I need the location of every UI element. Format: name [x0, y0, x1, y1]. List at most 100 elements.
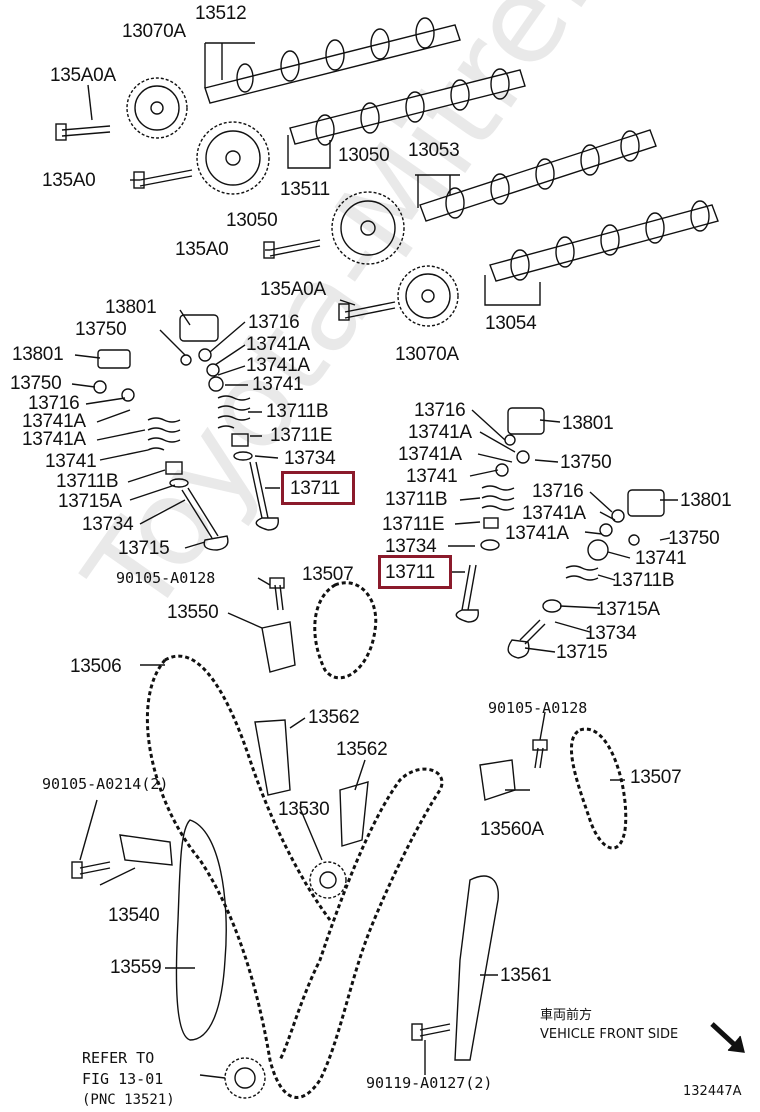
part-label[interactable]: 13750 [75, 319, 127, 340]
part-label[interactable]: 90105-A0128 [116, 569, 216, 587]
part-label[interactable]: 13741 [252, 374, 304, 395]
part-label[interactable]: 13512 [195, 3, 247, 24]
part-label[interactable]: 13734 [284, 448, 336, 469]
part-label[interactable]: 13741A [22, 429, 86, 450]
chain-tensioner-13560A [479, 759, 516, 801]
part-label[interactable]: 13741A [246, 334, 310, 355]
timing-chain-13506 [146, 654, 444, 1099]
chain-slipper-13559 [175, 819, 227, 1041]
refer-note-line3: (PNC 13521) [82, 1092, 175, 1108]
part-label[interactable]: 13741A [22, 411, 86, 432]
camshaft-exhaust-2 [489, 200, 719, 282]
chain-guide-13561 [454, 875, 499, 1061]
vvt-gear-13050-a [196, 121, 270, 195]
sprocket-13530 [309, 861, 347, 899]
part-label[interactable]: 13741 [406, 466, 458, 487]
part-label[interactable]: 13559 [110, 957, 162, 978]
part-label[interactable]: 13741 [45, 451, 97, 472]
part-label[interactable]: 13507 [630, 767, 682, 788]
part-label[interactable]: 13716 [414, 400, 466, 421]
part-label[interactable]: 13734 [385, 536, 437, 557]
bolt-135A0A-mid [344, 301, 396, 319]
part-label[interactable]: 13801 [562, 413, 614, 434]
chain-tensioner-13540 [119, 834, 173, 866]
highlight-box [281, 471, 355, 505]
part-label[interactable]: 13801 [680, 490, 732, 511]
chain-13507-b [570, 727, 628, 850]
part-label[interactable]: 13070A [122, 21, 186, 42]
valve-train-left [93, 314, 279, 551]
part-label[interactable]: 13801 [12, 344, 64, 365]
part-label[interactable]: 135A0A [260, 279, 326, 300]
part-label[interactable]: 13716 [532, 481, 584, 502]
part-label[interactable]: 13711B [612, 570, 675, 591]
part-label[interactable]: 13715A [596, 599, 660, 620]
part-label[interactable]: 90105-A0214(2) [42, 775, 169, 793]
chain-guide-13562-b [339, 781, 369, 847]
part-label-highlighted[interactable]: 13711 [385, 562, 435, 583]
part-label[interactable]: 13540 [108, 905, 160, 926]
part-label[interactable]: 13561 [500, 965, 552, 986]
part-label[interactable]: 13750 [10, 373, 62, 394]
camshaft-intake-2 [289, 68, 526, 146]
part-label[interactable]: 90105-A0128 [488, 699, 588, 717]
part-label[interactable]: 13716 [28, 393, 80, 414]
part-label[interactable]: 13715A [58, 491, 122, 512]
part-label[interactable]: 13715 [556, 642, 608, 663]
part-label[interactable]: 135A0 [175, 239, 229, 260]
part-label[interactable]: 13053 [408, 140, 460, 161]
part-label[interactable]: 13711B [56, 471, 119, 492]
part-label[interactable]: 13530 [278, 799, 330, 820]
part-label[interactable]: 13750 [560, 452, 612, 473]
part-label[interactable]: 13562 [336, 739, 388, 760]
part-label[interactable]: 13054 [485, 313, 537, 334]
vvt-gear-13070A-top [126, 77, 188, 139]
crank-sprocket [224, 1057, 266, 1099]
part-label[interactable]: 13560A [480, 819, 544, 840]
part-label[interactable]: 13801 [105, 297, 157, 318]
part-label[interactable]: 13741A [522, 503, 586, 524]
bolt-135A0A-top [61, 125, 111, 137]
part-label[interactable]: 13506 [70, 656, 122, 677]
front-side-en: VEHICLE FRONT SIDE [540, 1027, 679, 1042]
chain-13507-a [313, 581, 378, 680]
chain-guide-13562-a [254, 719, 291, 796]
part-label[interactable]: 135A0 [42, 170, 96, 191]
part-label[interactable]: 13711E [270, 425, 333, 446]
part-label[interactable]: 13741 [635, 548, 687, 569]
part-label[interactable]: 135A0A [50, 65, 116, 86]
vvt-gear-13070A-bot [397, 265, 459, 327]
camshaft-exhaust-1 [419, 129, 657, 222]
part-label[interactable]: 13507 [302, 564, 354, 585]
camshaft-intake-1 [204, 17, 461, 104]
part-label[interactable]: 13741A [408, 422, 472, 443]
refer-note-line2[interactable]: FIG 13-01 [82, 1070, 164, 1088]
part-label[interactable]: 13741A [246, 355, 310, 376]
bolt-135A0-top [139, 169, 193, 187]
part-label-highlighted[interactable]: 13711 [290, 478, 340, 499]
bolt-135A0-mid [269, 239, 321, 257]
part-label[interactable]: 13741A [505, 523, 569, 544]
part-label[interactable]: 13715 [118, 538, 170, 559]
part-label[interactable]: 13711E [382, 514, 445, 535]
part-label[interactable]: 13750 [668, 528, 720, 549]
drawing-id: 132447A [683, 1084, 742, 1099]
part-label[interactable]: 13734 [585, 623, 637, 644]
part-label[interactable]: 13711B [266, 401, 329, 422]
part-label[interactable]: 13070A [395, 344, 459, 365]
part-label[interactable]: 13550 [167, 602, 219, 623]
part-label[interactable]: 13562 [308, 707, 360, 728]
part-label[interactable]: 13511 [280, 179, 330, 200]
part-label[interactable]: 13734 [82, 514, 134, 535]
part-label[interactable]: 13741A [398, 444, 462, 465]
vvt-gear-13050-b [331, 191, 405, 265]
part-label[interactable]: 13711B [385, 489, 448, 510]
chain-tensioner-13550 [261, 621, 296, 673]
part-label[interactable]: 90119-A0127(2) [366, 1074, 493, 1092]
part-label[interactable]: 13050 [338, 145, 390, 166]
part-label[interactable]: 13716 [248, 312, 300, 333]
refer-note-line1: REFER TO [82, 1049, 155, 1067]
part-label[interactable]: 13050 [226, 210, 278, 231]
